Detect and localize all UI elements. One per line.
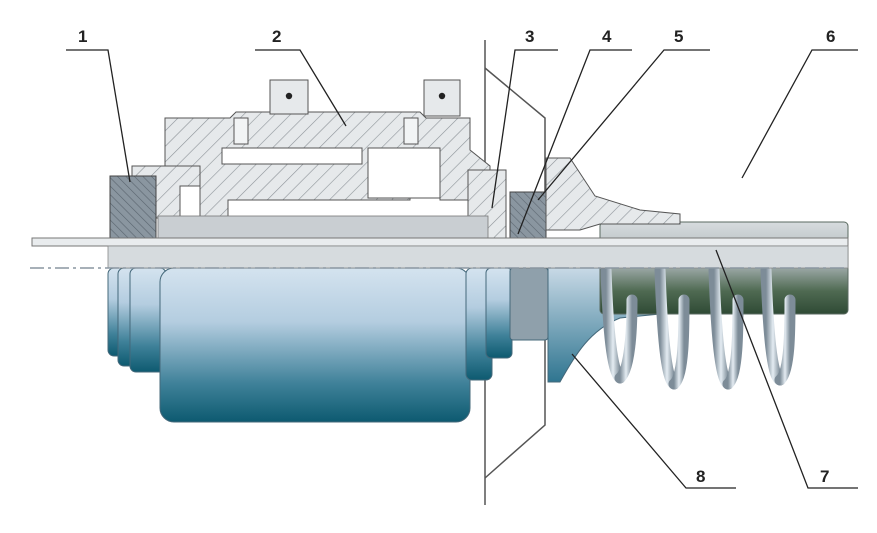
callout-label-2: 2: [272, 27, 281, 46]
callout-4: 4: [517, 27, 632, 235]
callout-label-6: 6: [826, 27, 835, 46]
callout-2: 2: [255, 27, 347, 127]
callout-label-1: 1: [78, 27, 87, 46]
callout-5: 5: [537, 27, 710, 201]
strain-relief-spring-upper: [625, 151, 803, 229]
callout-6: 6: [741, 27, 858, 179]
callout-labels: 1 2 3 4 5 6 7 8: [66, 27, 858, 489]
callout-label-3: 3: [525, 27, 534, 46]
connector-body-lower: [107, 267, 549, 423]
callout-label-5: 5: [674, 27, 683, 46]
callout-label-4: 4: [602, 27, 612, 46]
callout-1: 1: [66, 27, 131, 183]
callout-3: 3: [491, 27, 558, 209]
callout-label-8: 8: [696, 467, 705, 486]
cable-core: [31, 237, 849, 269]
callout-8: 8: [571, 353, 736, 489]
housing-cross-section: [109, 79, 681, 239]
callout-label-7: 7: [820, 467, 829, 486]
strain-relief-spring-lower: [600, 264, 796, 390]
callout-7: 7: [715, 249, 858, 489]
